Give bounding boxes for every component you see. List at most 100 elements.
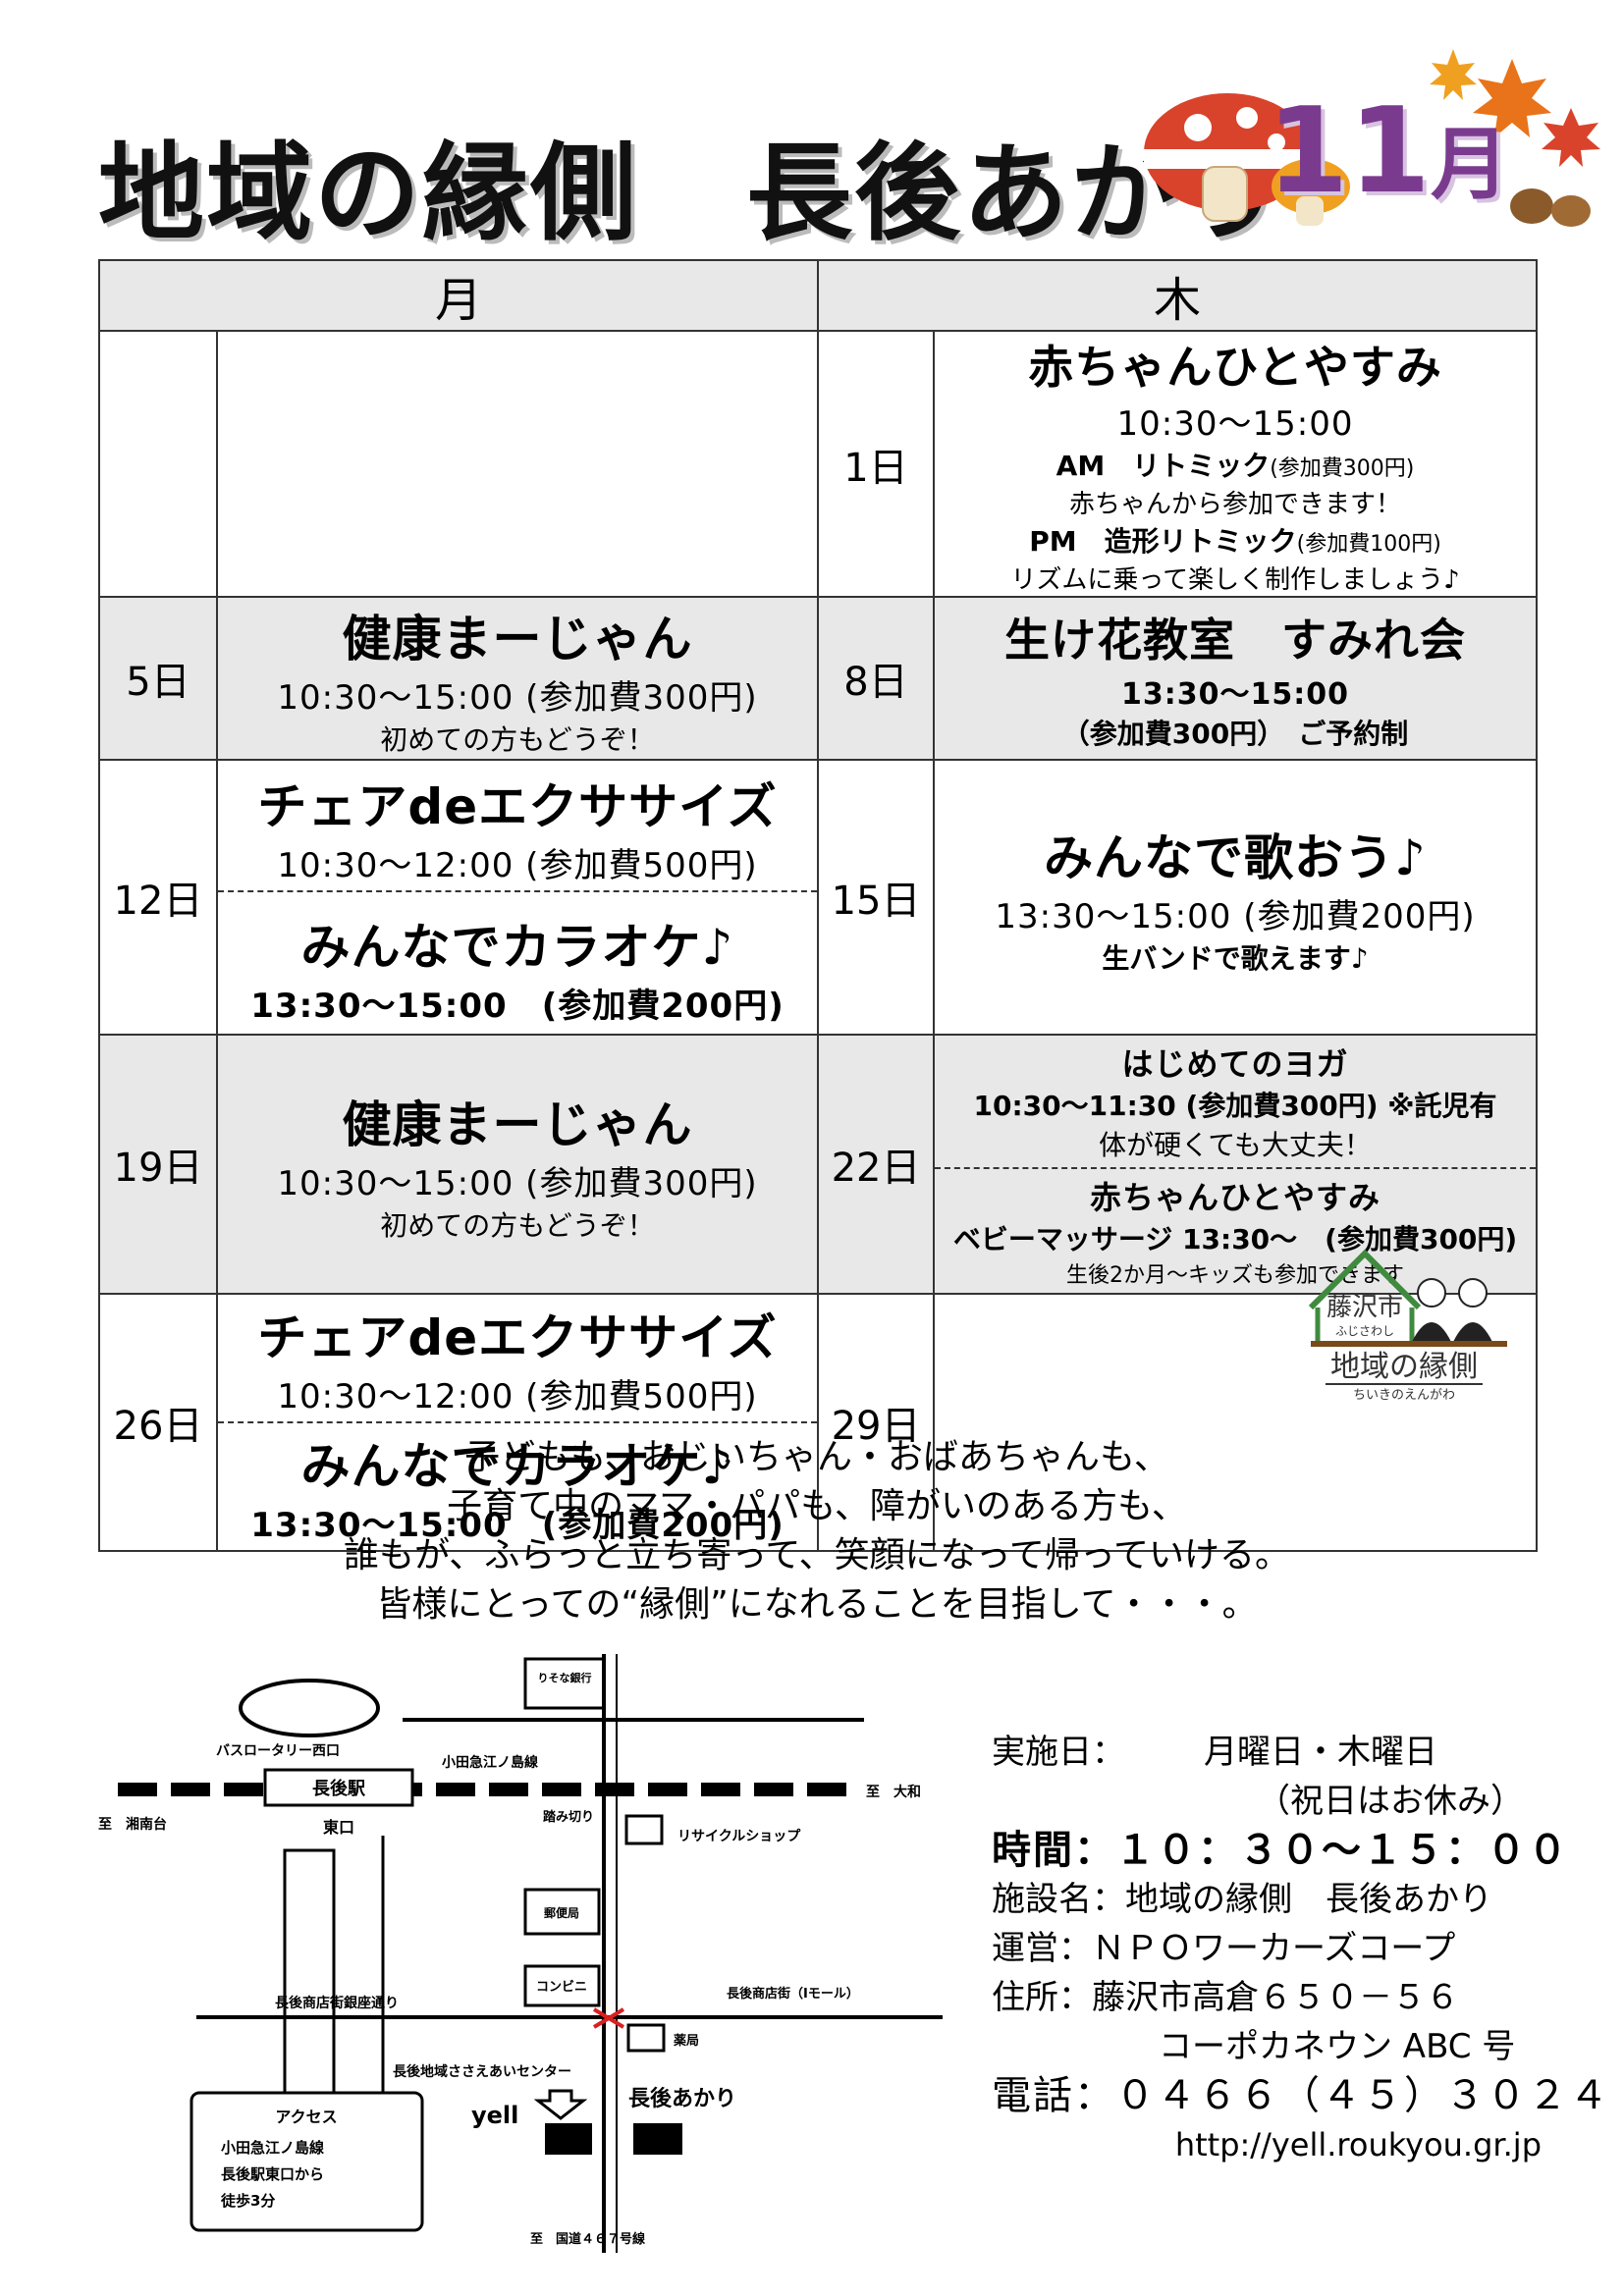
empty-event-cell bbox=[215, 330, 820, 598]
event-note: 初めての方もどうぞ！ bbox=[380, 1208, 655, 1242]
event-title: みんなでカラオケ♪ bbox=[300, 919, 734, 976]
event-note: 生バンドで歌えます♪ bbox=[1102, 941, 1369, 975]
info-url-link[interactable]: http://yell.roukyou.gr.jp bbox=[1174, 2126, 1542, 2163]
info-operator: 運営：ＮＰＯワーカーズコープ bbox=[992, 1929, 1456, 1968]
event-time: 10:30～15:00 (参加費300円) bbox=[277, 677, 758, 718]
column-monday: 月 bbox=[97, 259, 820, 332]
event-time: 10:30～15:00 (参加費300円) bbox=[277, 1163, 758, 1203]
akari-building bbox=[633, 2123, 682, 2155]
event-time: 13:30～15:00 (参加費200円) bbox=[995, 896, 1476, 936]
event-cell: みんなで歌おう♪ 13:30～15:00 (参加費200円) 生バンドで歌えます… bbox=[933, 759, 1539, 1036]
slogan-line: 子どもも、おじいちゃん・おばあちゃんも、 bbox=[464, 1437, 1169, 1477]
conbini-building bbox=[523, 1964, 601, 2007]
event-title: 健康まーじゃん bbox=[342, 1095, 693, 1153]
day-cell: 26日 bbox=[98, 1293, 218, 1552]
event-time: 10:30～15:00 bbox=[1116, 404, 1354, 444]
event-cell: 健康まーじゃん 10:30～15:00 (参加費300円) 初めての方もどうぞ！ bbox=[215, 596, 820, 761]
station-building bbox=[263, 1768, 414, 1807]
access-box bbox=[189, 2091, 424, 2232]
event-detail: AM リトミック(参加費300円) bbox=[1056, 450, 1415, 482]
event-title: チェアdeエクササイズ bbox=[257, 778, 778, 835]
pharmacy-label: 薬局 bbox=[673, 2033, 699, 2049]
info-date: 実施日：月曜日・木曜日 bbox=[992, 1733, 1437, 1772]
engawa-logo: 藤沢市 ふじさわし 地域の縁側 ちいきのえんがわ bbox=[1308, 1249, 1507, 1403]
event-title: 赤ちゃんひとやすみ bbox=[1028, 341, 1442, 394]
event-block: チェアdeエクササイズ 10:30～12:00 (参加費500円) bbox=[218, 764, 817, 890]
crossing-label: 踏み切り bbox=[543, 1809, 594, 1825]
event-title: 赤ちゃんひとやすみ bbox=[1090, 1179, 1381, 1216]
event-title: みんなでカラオケ♪ bbox=[300, 1438, 734, 1495]
slogan-line: 子育て中のママ・パパも、障がいのある方も、 bbox=[447, 1486, 1187, 1526]
to-yamato-label: 至 大和 bbox=[866, 1784, 921, 1800]
event-time: 13:30～15:00 (参加費200円) bbox=[250, 987, 785, 1026]
logo-name: 地域の縁側 bbox=[1330, 1350, 1478, 1384]
event-title: チェアdeエクササイズ bbox=[257, 1309, 778, 1366]
event-note: リズムに乗って楽しく制作しましょう♪ bbox=[1010, 565, 1460, 595]
event-note: 赤ちゃんから参加できます！ bbox=[1069, 490, 1402, 519]
day-cell: 29日 bbox=[817, 1293, 936, 1552]
recycle-shop-building bbox=[624, 1814, 664, 1845]
event-block: みんなでカラオケ♪ 13:30～15:00 (参加費200円) bbox=[218, 890, 818, 1031]
day-cell: 8日 bbox=[817, 596, 936, 761]
info-phone: 電話：０４６６（４５）３０２４ bbox=[992, 2073, 1610, 2118]
slogan: 子どもも、おじいちゃん・おばあちゃんも、 子育て中のママ・パパも、障がいのある方… bbox=[98, 1433, 1536, 1629]
day-cell: 22日 bbox=[817, 1034, 936, 1295]
acorn-icon bbox=[1510, 188, 1591, 227]
event-note: 体が硬くても大丈夫！ bbox=[1099, 1129, 1372, 1161]
conbini-label: コンビニ bbox=[536, 1979, 587, 1995]
info-facility: 施設名：地域の縁側 長後あかり bbox=[992, 1880, 1492, 1919]
slogan-line: 皆様にとっての“縁側”になれることを目指して・・・。 bbox=[376, 1584, 1258, 1625]
east-exit-label: 東口 bbox=[323, 1818, 354, 1837]
access-line: 長後駅東口から bbox=[221, 2165, 324, 2183]
event-title: 健康まーじゃん bbox=[342, 610, 693, 667]
people-icon bbox=[1412, 1278, 1492, 1342]
event-title: はじめてのヨガ bbox=[1121, 1045, 1349, 1083]
event-calendar: 月 木 1日 赤ちゃんひとやすみ 10:30～15:00 AM リトミック(参加… bbox=[97, 259, 1539, 1552]
access-title: アクセス bbox=[275, 2108, 337, 2126]
day-cell: 19日 bbox=[98, 1034, 218, 1295]
event-title: みんなで歌おう♪ bbox=[1044, 828, 1427, 886]
bank-label: りそな銀行 bbox=[538, 1671, 592, 1684]
day-cell: 15日 bbox=[817, 759, 936, 1036]
event-block: チェアdeエクササイズ 10:30～12:00 (参加費500円) bbox=[218, 1295, 817, 1421]
post-label: 郵便局 bbox=[544, 1905, 579, 1920]
line-label: 小田急江ノ島線 bbox=[442, 1754, 538, 1771]
event-note: （参加費300円） ご予約制 bbox=[1061, 718, 1409, 750]
event-cell: チェアdeエクササイズ 10:30～12:00 (参加費500円) みんなでカラ… bbox=[215, 1293, 820, 1552]
month-label: 11月 bbox=[1267, 83, 1509, 220]
event-note: 初めての方もどうぞ！ bbox=[380, 722, 655, 756]
event-block: はじめてのヨガ 10:30～11:30 (参加費300円) ※託児有 体が硬くて… bbox=[935, 1036, 1536, 1167]
day-cell: 1日 bbox=[817, 330, 936, 598]
day-cell: 5日 bbox=[98, 596, 218, 761]
event-time: 13:30～15:00 (参加費200円) bbox=[250, 1506, 785, 1545]
info-holiday: （祝日はお休み） bbox=[1257, 1782, 1524, 1821]
mushroom-icon bbox=[1144, 93, 1350, 226]
yell-building bbox=[545, 2123, 592, 2155]
event-cell: 生け花教室 すみれ会 13:30～15:00 （参加費300円） ご予約制 bbox=[933, 596, 1539, 761]
info-block: 実施日：月曜日・木曜日 （祝日はお休み） 時間：１０：３０～１５：００ 施設名：… bbox=[992, 1728, 1610, 2169]
ginza-label: 長後商店街銀座通り bbox=[275, 1995, 399, 2011]
empty-day-cell bbox=[98, 330, 218, 598]
page-title: 地域の縁側 長後あかり bbox=[98, 133, 1287, 255]
pharmacy-building bbox=[626, 2023, 666, 2053]
logo-name-kana: ちいきのえんがわ bbox=[1353, 1388, 1455, 1403]
shopping-label: 長後商店街（Iモール） bbox=[727, 1986, 859, 2002]
event-title: 生け花教室 すみれ会 bbox=[1004, 614, 1467, 667]
event-time: 10:30～12:00 (参加費500円) bbox=[277, 1377, 758, 1416]
event-cell: 健康まーじゃん 10:30～15:00 (参加費300円) 初めての方もどうぞ！ bbox=[215, 1034, 820, 1295]
access-line: 小田急江ノ島線 bbox=[221, 2139, 324, 2157]
event-time: ベビーマッサージ 13:30～ (参加費300円) bbox=[952, 1223, 1518, 1255]
info-address: 住所：藤沢市高倉６５０－５６ bbox=[992, 1978, 1459, 2017]
day-cell: 12日 bbox=[98, 759, 218, 1036]
logo-city-kana: ふじさわし bbox=[1335, 1324, 1394, 1338]
slogan-line: 誰もが、ふらっと立ち寄って、笑顔になって帰っていける。 bbox=[343, 1535, 1291, 1575]
access-line: 徒歩3分 bbox=[220, 2192, 275, 2210]
column-thursday: 木 bbox=[817, 259, 1539, 332]
station-label: 長後駅 bbox=[312, 1778, 366, 1799]
info-address-building: コーポカネウン ABC 号 bbox=[1159, 2027, 1516, 2066]
event-detail: PM 造形リトミック(参加費100円) bbox=[1029, 525, 1441, 558]
access-map: りそな銀行 バスロータリー西口 小田急江ノ島線 長後駅 至 湘南台 至 大和 東… bbox=[98, 1654, 943, 2253]
autumn-decoration bbox=[1144, 49, 1600, 227]
logo-city: 藤沢市 bbox=[1326, 1293, 1403, 1322]
akari-label: 長後あかり bbox=[628, 2086, 736, 2111]
